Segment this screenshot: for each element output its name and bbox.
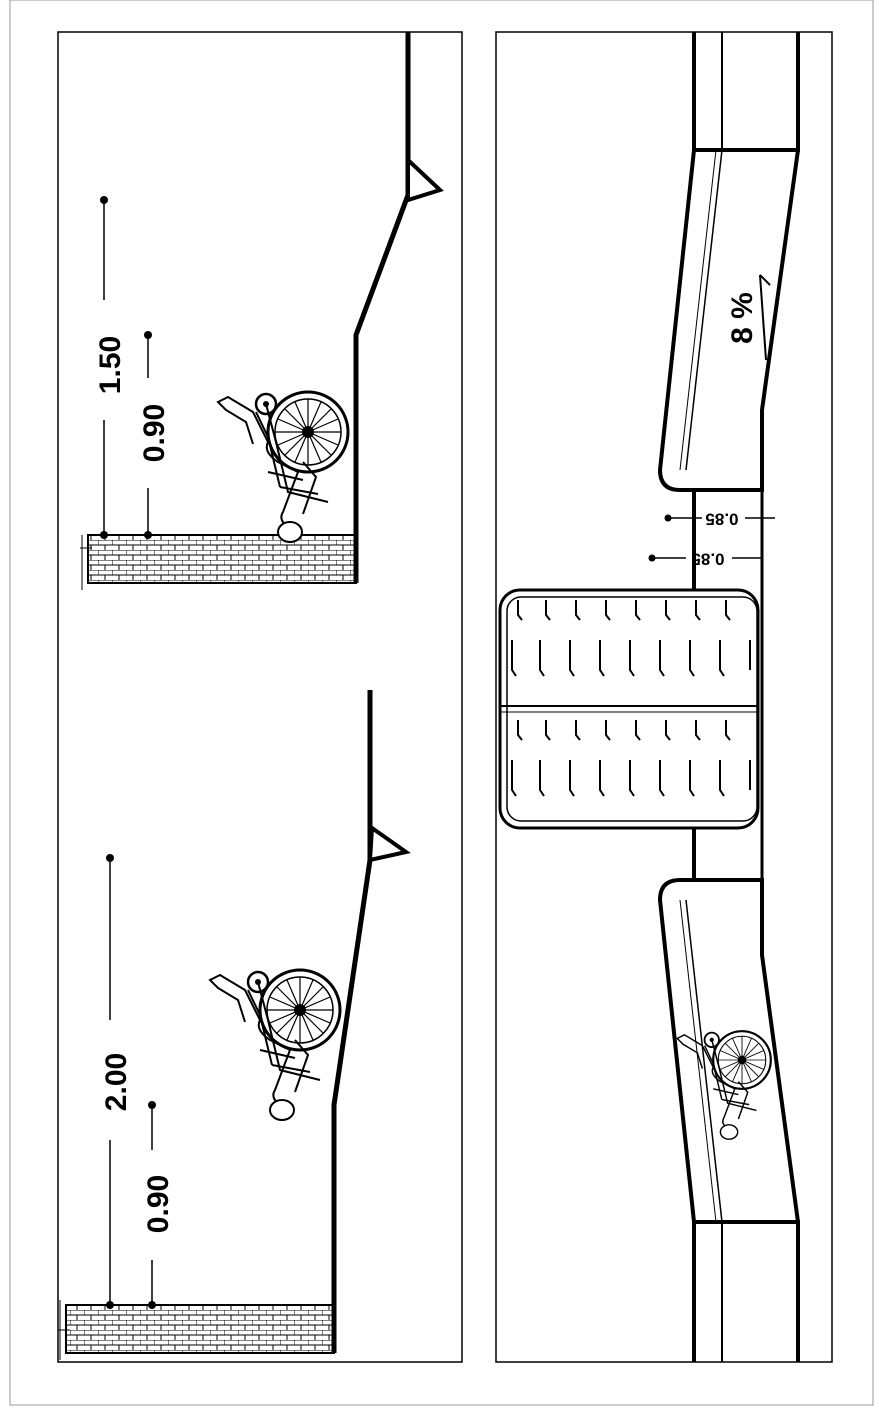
- plan-view: 0.85 0.85 8 %: [498, 32, 800, 1362]
- width-label-2: 0.85: [691, 550, 724, 569]
- upper-dim-total: 1.50: [94, 336, 127, 394]
- upper-dim-inner: 0.90: [138, 404, 171, 462]
- wheelchair-user-icon: [208, 968, 342, 1122]
- lower-dim-inner: 0.90: [142, 1175, 175, 1233]
- upper-wall: [87, 534, 357, 584]
- tread-marks: [511, 600, 751, 797]
- right-panel-frame: [495, 31, 833, 1363]
- upper-ramp: [657, 32, 800, 492]
- lower-section-profile: 2.00 0.90: [58, 690, 411, 1360]
- width-label-1: 0.85: [705, 510, 738, 529]
- slope-label: 8 %: [726, 292, 759, 344]
- upper-section-profile: 1.50 0.90: [80, 32, 444, 590]
- crosswalk-area: [498, 588, 760, 830]
- wheelchair-user-icon: [216, 390, 350, 544]
- lower-wall: [65, 1304, 335, 1354]
- lower-dim-total: 2.00: [100, 1053, 133, 1111]
- left-panel-frame: [57, 31, 463, 1363]
- lower-ramp: [657, 878, 800, 1362]
